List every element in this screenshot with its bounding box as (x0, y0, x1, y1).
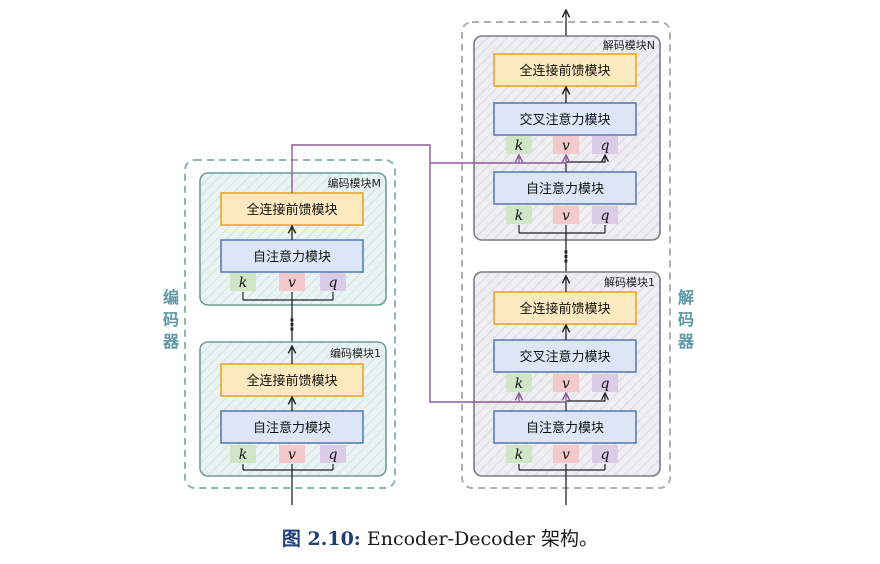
decoder-n-self-attn-box (493, 171, 637, 205)
decoder-1-self-k: k (515, 447, 523, 463)
encoder-m-input-fanout (242, 292, 334, 301)
encoder-m-self-attn-label: 自注意力模块 (253, 249, 331, 265)
encoder-1-k: k (239, 447, 247, 463)
decoder-n-input-fanout (518, 225, 606, 234)
encoder-block-m: 编码模块M 全连接前馈模块 自注意力模块 k v q (199, 172, 387, 306)
decoder-1-cross-attn-box (493, 339, 637, 373)
encoder-1-self-attn-box (220, 410, 364, 444)
decoder-1-self-attn-box (493, 410, 637, 444)
encoder-1-self-attn-label: 自注意力模块 (253, 420, 331, 436)
decoder-n-self-k-chip (506, 206, 532, 224)
decoder-1-cross-v-chip (553, 374, 579, 392)
encoder-m-q-chip (320, 273, 346, 291)
decoder-block-n-title: 解码模块N (603, 38, 655, 52)
decoder-1-cross-q-chip (592, 374, 618, 392)
decoder-1-cross-attn-label: 交叉注意力模块 (519, 349, 610, 365)
decoder-n-self-v: v (562, 208, 570, 224)
encoder-m-v-chip (279, 273, 305, 291)
encoder-1-ffn-label: 全连接前馈模块 (246, 373, 337, 389)
encoder-m-k-chip (230, 273, 256, 291)
encoder-block-m-title: 编码模块M (328, 176, 382, 190)
decoder-n-self-q-chip (592, 206, 618, 224)
encoder-decoder-connections (291, 144, 566, 403)
encoder-block-1: 编码模块1 全连接前馈模块 自注意力模块 k v q (199, 341, 387, 477)
encoder-outer-frame (184, 159, 396, 489)
encoder-1-q: q (329, 447, 338, 463)
figure-caption-text: Encoder-Decoder 架构。 (360, 528, 599, 550)
encoder-to-decoder-1-line (429, 163, 566, 403)
decoder-1-self-v: v (562, 447, 570, 463)
figure-label: 图 2.10: (281, 528, 361, 550)
decoder-1-self-to-q (565, 393, 605, 411)
encoder-m-k: k (239, 275, 247, 291)
decoder-1-cross-q: q (601, 376, 610, 392)
encoder-block-1-title: 编码模块1 (330, 346, 381, 360)
decoder-1-self-k-chip (506, 445, 532, 463)
figure-caption: 图 2.10: Encoder-Decoder 架构。 (0, 524, 880, 551)
decoder-1-self-attn-label: 自注意力模块 (526, 420, 604, 436)
decoder-n-cross-k: k (515, 138, 523, 154)
decoder-n-ffn-box (493, 53, 637, 87)
decoder-side-label-1: 解 (678, 288, 694, 307)
decoder-block-n: 解码模块N 全连接前馈模块 交叉注意力模块 k v q 自注意力模块 k v q (473, 35, 661, 241)
decoder-n-cross-q: q (601, 138, 610, 154)
decoder-1-cross-k-chip (506, 374, 532, 392)
decoder-n-cross-k-chip (506, 136, 532, 154)
encoder-m-q: q (329, 275, 338, 291)
encoder-side-label-3: 器 (162, 332, 180, 351)
encoder-side-label-2: 码 (163, 310, 179, 329)
encoder-side-label-1: 编 (163, 288, 179, 307)
decoder-n-self-q: q (601, 208, 610, 224)
decoder-n-cross-q-chip (592, 136, 618, 154)
encoder-to-decoder-n-line (291, 144, 566, 193)
encoder-1-ffn-box (220, 363, 364, 397)
decoder-1-self-v-chip (553, 445, 579, 463)
decoder-block-1-title: 解码模块1 (604, 275, 655, 289)
encoder-m-ffn-box (220, 192, 364, 226)
decoder-n-cross-v-chip (553, 136, 579, 154)
decoder-1-self-q-chip (592, 445, 618, 463)
decoder-n-self-attn-label: 自注意力模块 (526, 181, 604, 197)
encoder-m-ffn-label: 全连接前馈模块 (246, 202, 337, 218)
decoder-n-cross-attn-label: 交叉注意力模块 (519, 112, 610, 128)
decoder-n-ffn-label: 全连接前馈模块 (519, 63, 610, 79)
encoder-1-v: v (288, 447, 296, 463)
decoder-n-cross-attn-box (493, 102, 637, 136)
decoder-1-ffn-box (493, 291, 637, 325)
decoder-side-label-3: 器 (677, 332, 695, 351)
decoder-1-cross-k: k (515, 376, 523, 392)
decoder-1-ffn-label: 全连接前馈模块 (519, 301, 610, 317)
decoder-n-cross-v: v (562, 138, 570, 154)
encoder-m-v: v (288, 275, 296, 291)
decoder-1-input-fanout (518, 464, 606, 471)
encoder-ellipsis: ⋮ (284, 315, 300, 334)
encoder-1-v-chip (279, 445, 305, 463)
decoder-n-self-to-q (565, 155, 605, 172)
encoder-m-self-attn-box (220, 239, 364, 273)
decoder-1-cross-v: v (562, 376, 570, 392)
encoder-1-q-chip (320, 445, 346, 463)
decoder-side-label-2: 码 (678, 310, 694, 329)
encoder: 编 码 器 编码模块M 全连接前馈模块 自注意力模块 k v q ⋮ 编码模块1 (162, 159, 396, 505)
decoder-block-1: 解码模块1 全连接前馈模块 交叉注意力模块 k v q 自注意力模块 k v q (473, 271, 661, 477)
encoder-1-input-fanout (242, 464, 334, 471)
decoder-1-self-q: q (601, 447, 610, 463)
decoder: 解 码 器 解码模块N 全连接前馈模块 交叉注意力模块 k v q 自注意力模块… (461, 10, 695, 505)
decoder-n-self-k: k (515, 208, 523, 224)
decoder-ellipsis: ⋮ (558, 247, 574, 266)
encoder-1-k-chip (230, 445, 256, 463)
decoder-n-self-v-chip (553, 206, 579, 224)
